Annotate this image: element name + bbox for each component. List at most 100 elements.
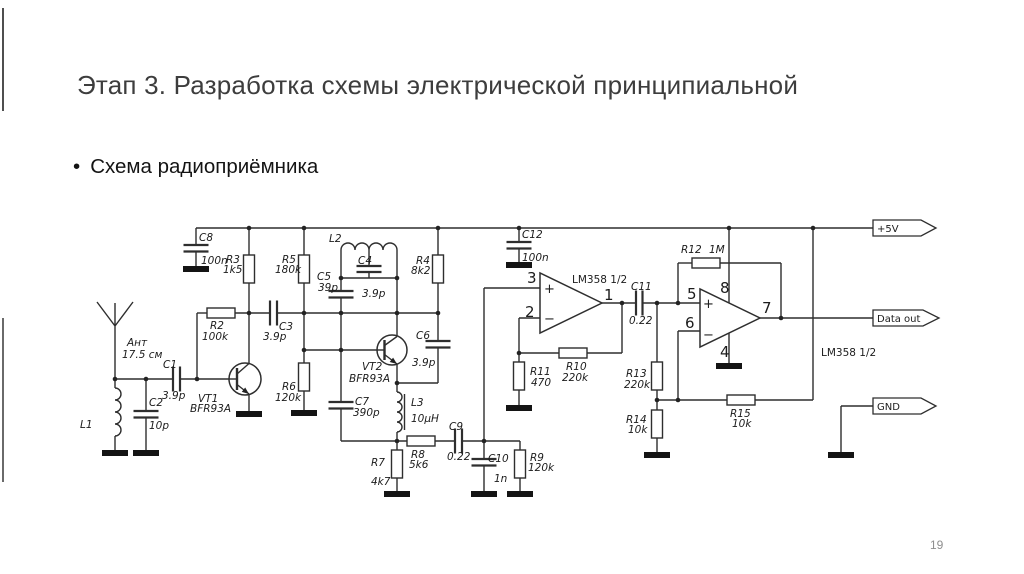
window-edge-artifact-bottom (2, 318, 4, 482)
resistor-R11-ref: R11 (530, 366, 551, 378)
inductor-L3-value: 10µH (411, 413, 439, 425)
capacitor-C3: C3 3.9p (263, 300, 293, 343)
resistor-R4-ref: R4 (416, 255, 430, 267)
opamp-2-pin-inv: 6 (685, 314, 695, 332)
capacitor-C7-ref: C7 (355, 396, 369, 408)
resistor-R14-ref: R14 (626, 414, 647, 426)
resistor-R7: R7 4k7 (371, 449, 404, 488)
capacitor-C9-value: 0.22 (447, 451, 471, 463)
opamp-1-pin-out: 1 (604, 286, 614, 304)
opamp-1: 3 2 1 + − LM358 1/2 (525, 269, 627, 335)
resistor-R7-value: 4k7 (371, 476, 391, 488)
capacitor-C4: C4 3.9p (356, 255, 386, 300)
resistor-R11: R11 470 (512, 361, 551, 391)
opamp-2-pin-gnd: 4 (720, 343, 730, 361)
resistor-R14-value: 10k (628, 424, 648, 436)
capacitor-C8: C8 100n (183, 232, 228, 267)
resistor-R9-value: 120k (528, 462, 555, 474)
capacitor-C2-value: 10p (149, 420, 169, 432)
capacitor-C9: C9 0.22 (447, 421, 471, 463)
opamp-2-icon (699, 287, 762, 349)
transistor-VT1-value: BFR93A (190, 403, 231, 415)
transistor-VT1: VT1 BFR93A (190, 362, 262, 415)
opamp-1-pin-inv: 2 (525, 303, 535, 321)
transistor-VT2-value: BFR93A (349, 373, 390, 385)
flag-gnd: GND (872, 397, 938, 415)
flag-vcc-icon (872, 219, 938, 237)
inductor-L3: L3 10µH (396, 391, 439, 433)
opamp-1-pin-noninv: 3 (527, 269, 537, 287)
capacitor-C1-ref: C1 (163, 359, 177, 371)
capacitor-C12-value: 100n (522, 252, 549, 264)
flag-data-out-icon (872, 309, 941, 327)
inductor-L3-ref: L3 (411, 397, 424, 409)
resistor-R8: R8 5k6 (406, 435, 436, 471)
antenna-label: Ант (126, 337, 148, 349)
page-number: 19 (930, 538, 944, 552)
capacitor-C2: C2 10p (133, 397, 169, 432)
capacitor-C11-ref: C11 (631, 281, 652, 293)
capacitor-C1-value: 3.9p (162, 390, 186, 402)
transistor-VT1-ref: VT1 (198, 393, 218, 405)
capacitor-C11-value: 0.22 (629, 315, 653, 327)
capacitor-C6-ref: C6 (416, 330, 430, 342)
resistor-R3-ref: R3 (226, 254, 240, 266)
capacitor-C1: C1 3.9p (162, 359, 186, 402)
resistor-R13: R13 220k (624, 361, 664, 391)
resistor-R3: R3 1k5 (223, 254, 256, 284)
resistor-R6: R6 120k (275, 362, 311, 404)
resistor-R13-ref: R13 (626, 368, 647, 380)
transistor-VT2-ref: VT2 (362, 361, 383, 373)
resistor-R3-value: 1k5 (223, 264, 243, 276)
capacitor-C10: C10 1n (471, 453, 509, 485)
capacitor-C7: C7 390p (328, 396, 380, 419)
inductor-L2-ref: L2 (329, 233, 342, 245)
opamp-2-pin-out: 7 (762, 299, 772, 317)
opamp-2-label: LM358 1/2 (821, 347, 876, 359)
resistor-R13-value: 220k (624, 379, 651, 391)
capacitor-C5-ref: C5 (317, 271, 331, 283)
flag-gnd-icon (872, 397, 938, 415)
capacitor-C12: C12 100n (506, 229, 549, 264)
resistor-R15-value: 10k (732, 418, 752, 430)
resistor-R10-ref: R10 (566, 361, 587, 373)
capacitor-C8-value: 100n (201, 255, 228, 267)
page-title: Этап 3. Разработка схемы электрической п… (77, 70, 799, 100)
capacitor-C3-ref: C3 (279, 321, 293, 333)
resistor-R11-value: 470 (531, 377, 551, 389)
capacitor-C5-value: 39p (318, 282, 338, 294)
capacitor-C11: C11 0.22 (629, 281, 653, 327)
capacitor-C6-value: 3.9p (412, 357, 436, 369)
antenna: Ант 17.5 см (96, 301, 162, 379)
transistor-VT2: VT2 BFR93A (349, 334, 408, 385)
resistor-R2-value: 100k (202, 331, 229, 343)
opamp-1-plus-sign: + (544, 282, 555, 297)
capacitor-C10-value: 1n (494, 473, 507, 485)
resistor-R14: R14 10k (626, 409, 664, 439)
capacitor-C3-value: 3.9p (263, 331, 287, 343)
resistor-R7-ref: R7 (371, 457, 385, 469)
opamp-2-pin-noninv: 5 (687, 285, 697, 303)
junction-dots (112, 225, 816, 444)
capacitor-C4-value: 3.9p (362, 288, 386, 300)
opamp-1-icon (539, 271, 604, 335)
bullet-marker: • (73, 155, 81, 178)
resistor-R10-value: 220k (562, 372, 589, 384)
resistor-R9-ref: R9 (530, 452, 544, 464)
bullet-text: Схема радиоприёмника (90, 155, 319, 178)
opamp-2: 5 6 8 7 4 + − LM358 1/2 (685, 279, 876, 361)
opamp-2-plus-sign: + (703, 297, 714, 312)
ground-symbols (102, 262, 854, 497)
inductor-L1-ref: L1 (80, 419, 93, 431)
capacitor-C9-ref: C9 (449, 421, 463, 433)
capacitor-C7-value: 390p (353, 407, 380, 419)
resistor-R15: R15 10k (726, 394, 756, 430)
resistor-R12-value: 1M (709, 244, 725, 256)
resistor-R5-value: 180k (275, 264, 302, 276)
resistor-R12: R12 1M (681, 244, 725, 269)
window-edge-artifact-top (2, 8, 4, 111)
resistor-R2: R2 100k (202, 307, 236, 343)
resistor-R5: R5 180k (275, 254, 311, 284)
resistor-R10: R10 220k (558, 347, 589, 384)
resistor-R6-value: 120k (275, 392, 302, 404)
